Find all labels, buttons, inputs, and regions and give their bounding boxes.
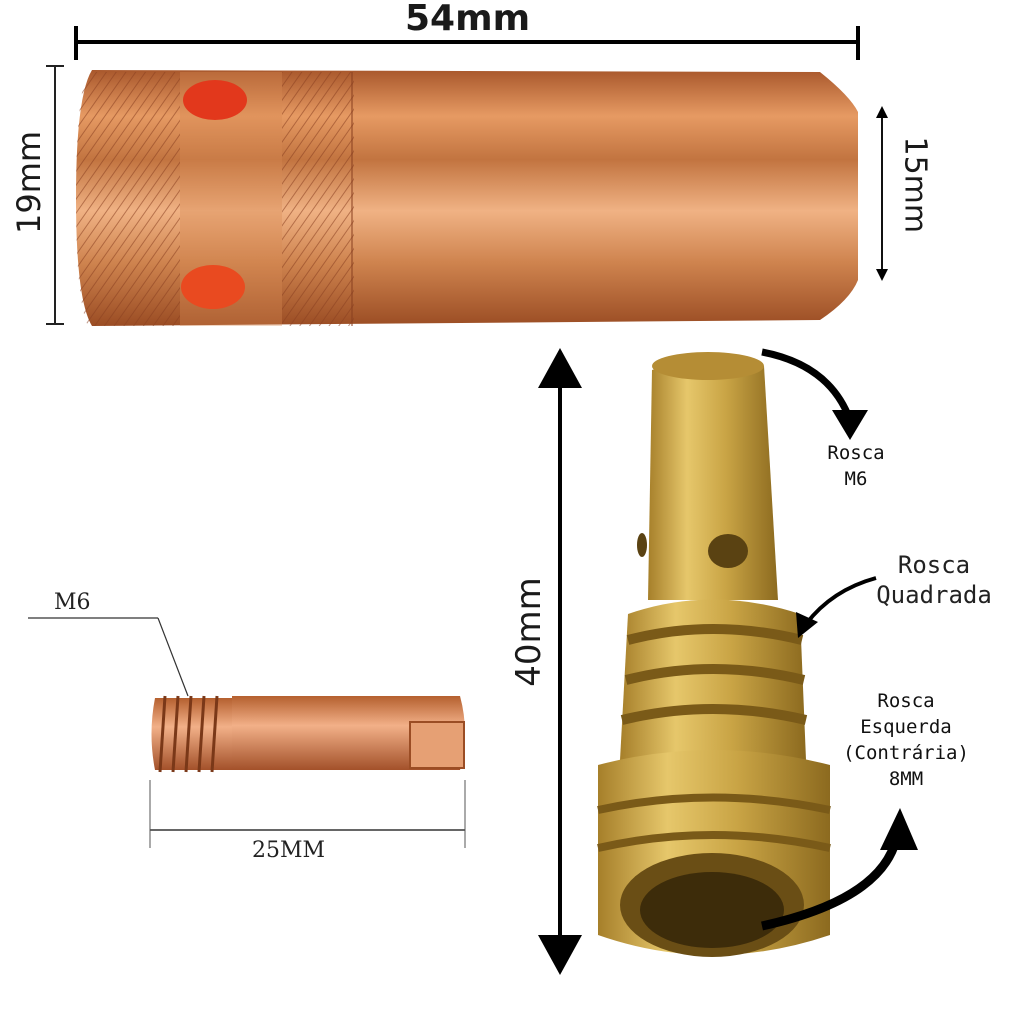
arrow-rosca-esquerda [761,808,918,931]
callout-rosca-quadrada: Rosca Quadrada [856,550,1012,610]
tip-thread-label: M6 [54,590,91,615]
nozzle-back-diameter-dimension [46,65,64,325]
brass-tip-holder [597,352,831,957]
callout-rosca-esquerda-line1: Rosca [877,690,935,712]
contact-tip [151,695,465,773]
callout-rosca-esquerda: Rosca Esquerda (Contrária) 8MM [836,688,976,792]
callout-rosca-m6-line1: Rosca [827,442,885,464]
nozzle-back-diameter-label: 19mm [10,130,48,234]
marker-dot-top [183,80,247,120]
nozzle-length-label: 54mm [405,0,531,39]
callout-rosca-m6: Rosca M6 [814,440,898,492]
holder-length-dimension [538,348,582,975]
holder-length-label: 40mm [509,577,549,687]
callout-rosca-quadrada-line2: Quadrada [876,581,992,609]
callout-rosca-esquerda-line3: (Contrária) [843,742,969,764]
copper-nozzle [76,70,858,326]
tip-length-dimension [149,780,466,848]
tip-length-label: 25MM [252,838,326,863]
callout-rosca-quadrada-line1: Rosca [897,551,971,579]
callout-rosca-esquerda-line4: 8MM [888,768,924,790]
nozzle-front-diameter-label: 15mm [897,136,933,234]
callout-rosca-m6-line2: M6 [844,468,868,490]
m6-leader [28,617,189,697]
nozzle-length-dimension [74,26,860,60]
arrow-rosca-m6 [761,348,868,440]
arrow-rosca-quadrada [796,576,877,638]
marker-dot-bottom [181,265,245,309]
callout-rosca-esquerda-line2: Esquerda [860,716,952,738]
